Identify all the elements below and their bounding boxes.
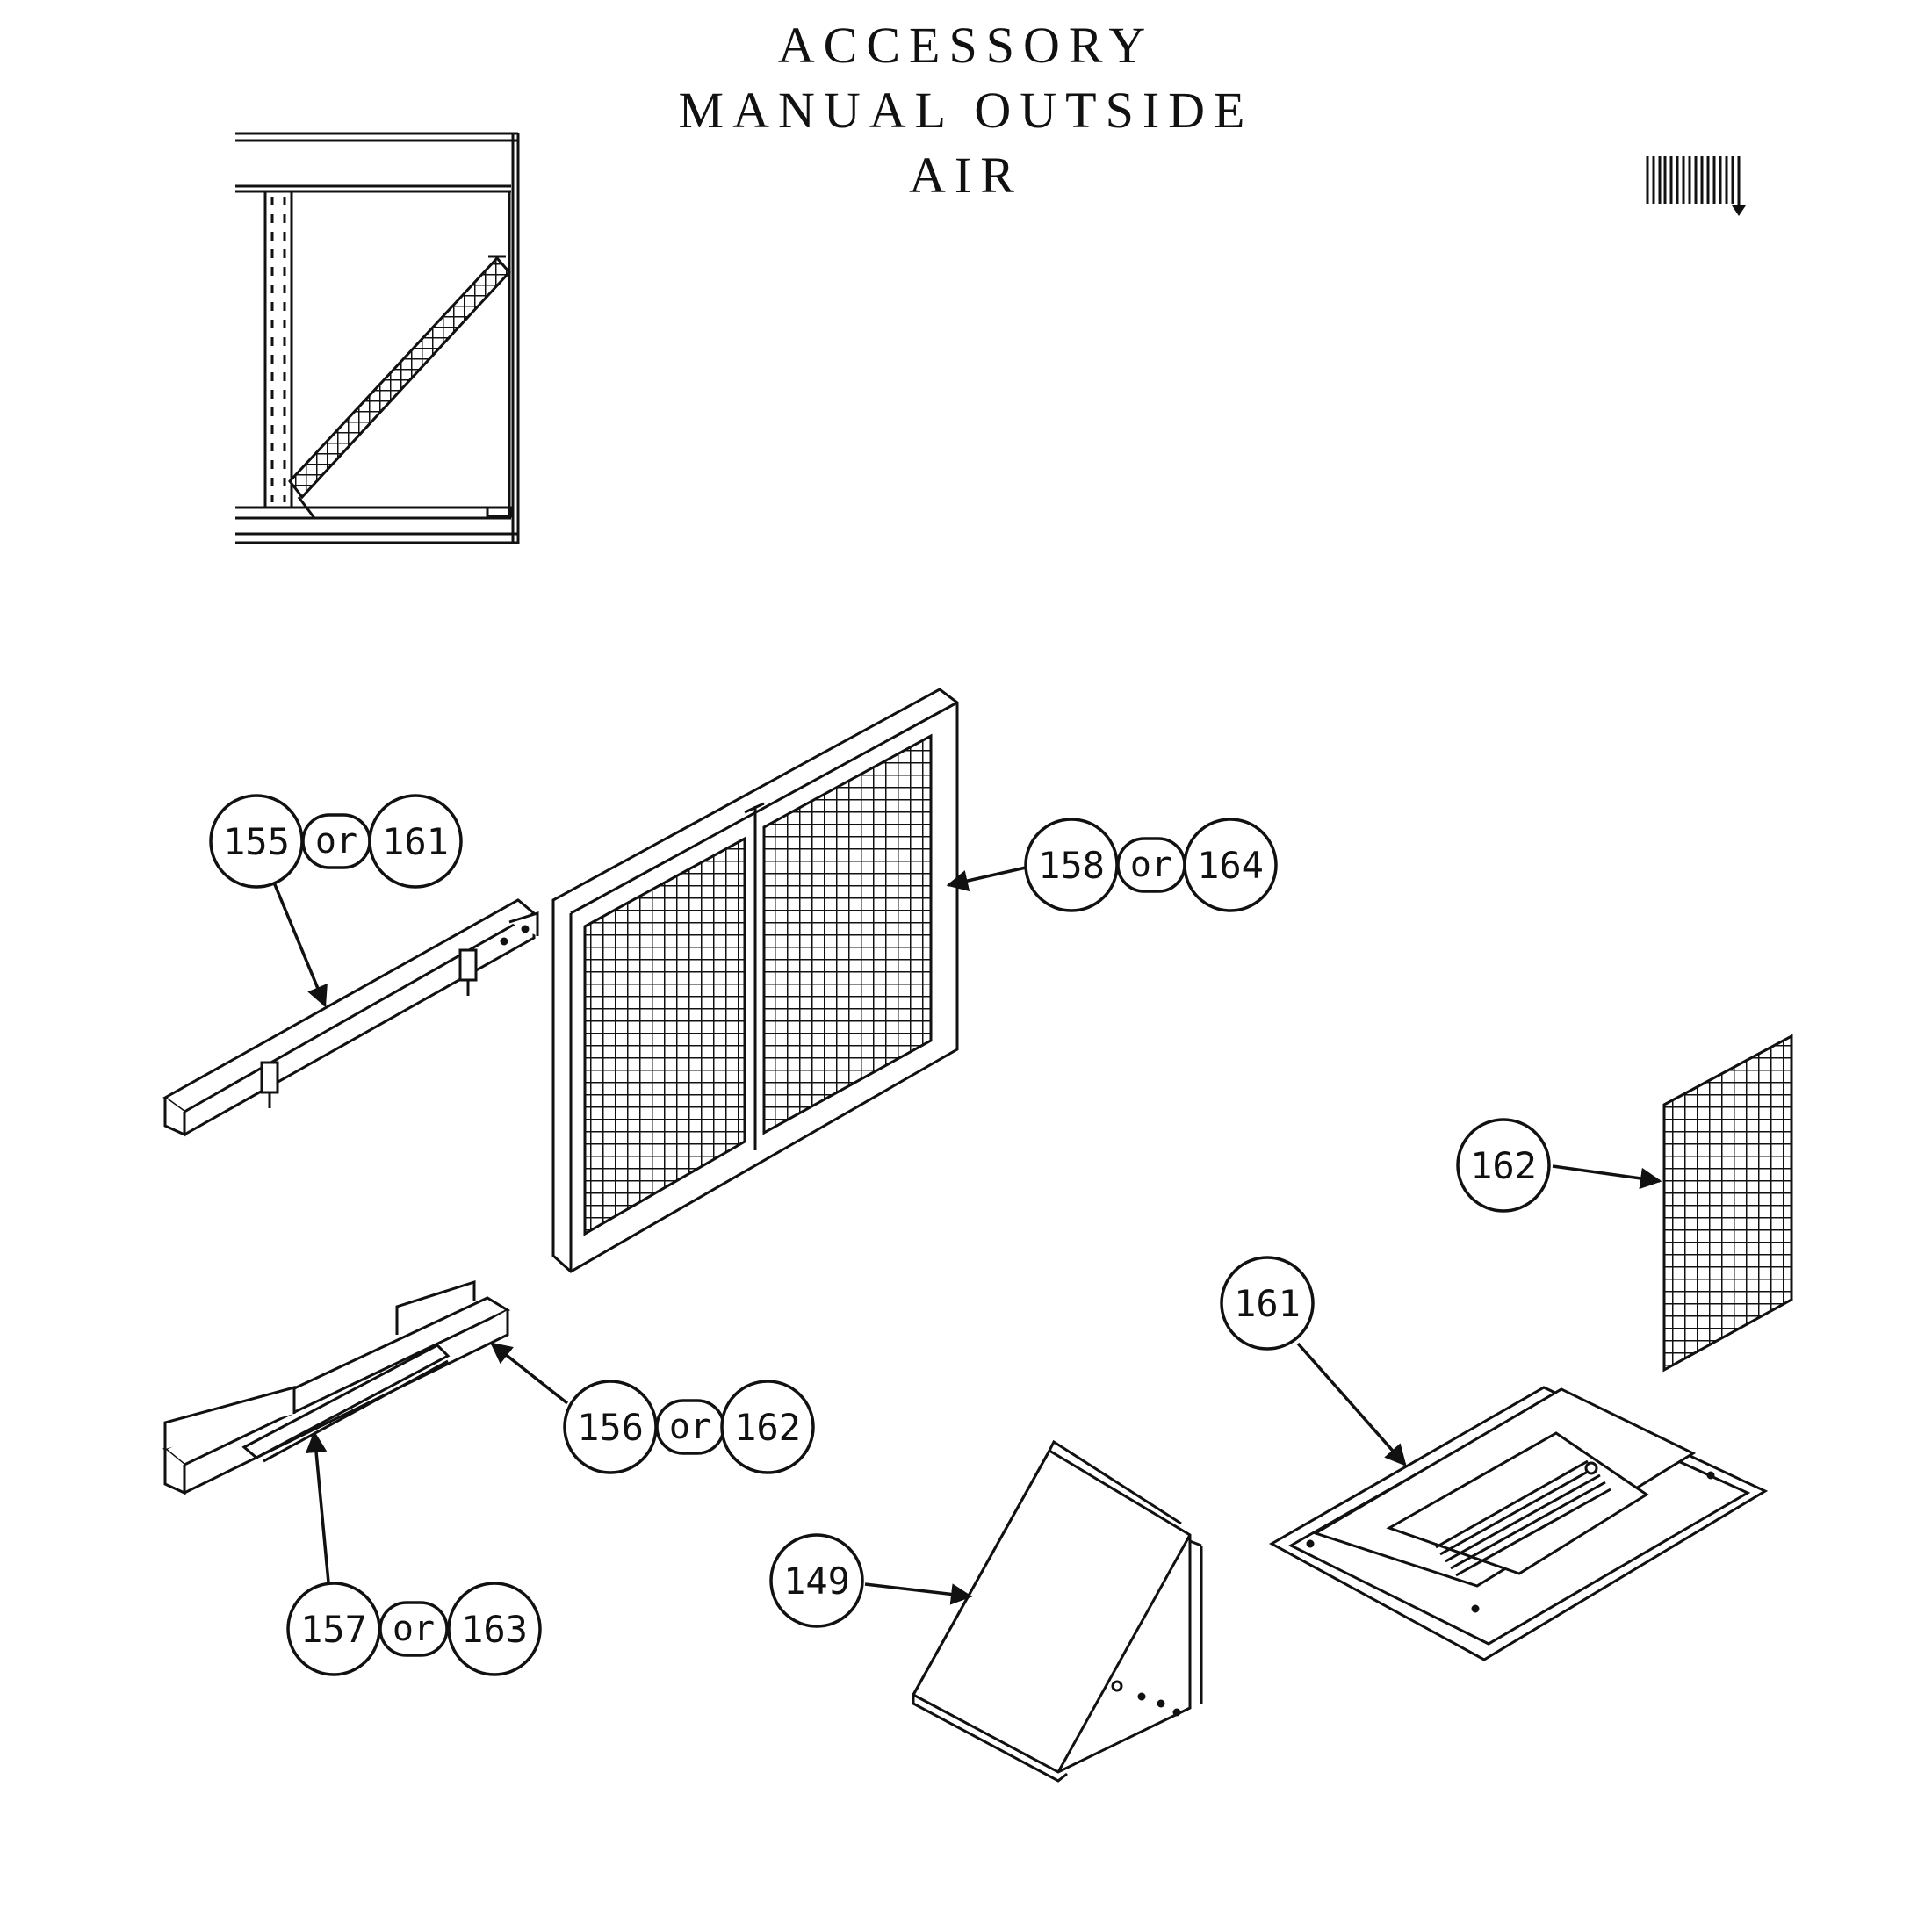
callout-163: 163 <box>461 1608 528 1651</box>
leader-arrows <box>272 866 1662 1605</box>
callout-155: 155 <box>223 820 290 863</box>
callout-connector: or <box>669 1407 711 1447</box>
lower-channel-part <box>162 1279 511 1495</box>
callout-158-or-164 <box>1024 818 1278 912</box>
callout-161: 161 <box>382 820 449 863</box>
callout-155-or-161 <box>209 794 463 889</box>
barcode-mark <box>1646 156 1746 216</box>
callout-156: 156 <box>577 1406 644 1449</box>
filter-panel-part <box>1662 1034 1793 1373</box>
callout-149: 149 <box>783 1560 850 1603</box>
base-panel-part <box>1268 1386 1769 1661</box>
callout-157: 157 <box>300 1608 367 1651</box>
callout-149-single <box>769 1533 864 1628</box>
filter-frame-part <box>551 688 959 1273</box>
callout-161-single <box>1220 1256 1315 1351</box>
callout-161-base: 161 <box>1234 1282 1301 1325</box>
title-line-3: AIR <box>909 147 1023 204</box>
callout-164: 164 <box>1197 844 1264 887</box>
callout-157-or-163 <box>286 1582 542 1676</box>
callout-connector: or <box>1130 845 1172 885</box>
callout-162: 162 <box>734 1406 801 1449</box>
title-line-1: ACCESSORY <box>777 17 1155 74</box>
title-line-2: MANUAL OUTSIDE <box>678 82 1254 139</box>
callout-connector: or <box>315 821 357 861</box>
callout-158: 158 <box>1038 844 1105 887</box>
callout-162-panel: 162 <box>1470 1144 1537 1187</box>
upper-rail-part <box>162 898 539 1137</box>
unit-cross-section-inset <box>235 132 520 544</box>
callout-162-single <box>1456 1118 1551 1213</box>
callout-156-or-162 <box>563 1380 815 1474</box>
hood-part <box>911 1439 1203 1783</box>
callout-connector: or <box>393 1609 435 1649</box>
